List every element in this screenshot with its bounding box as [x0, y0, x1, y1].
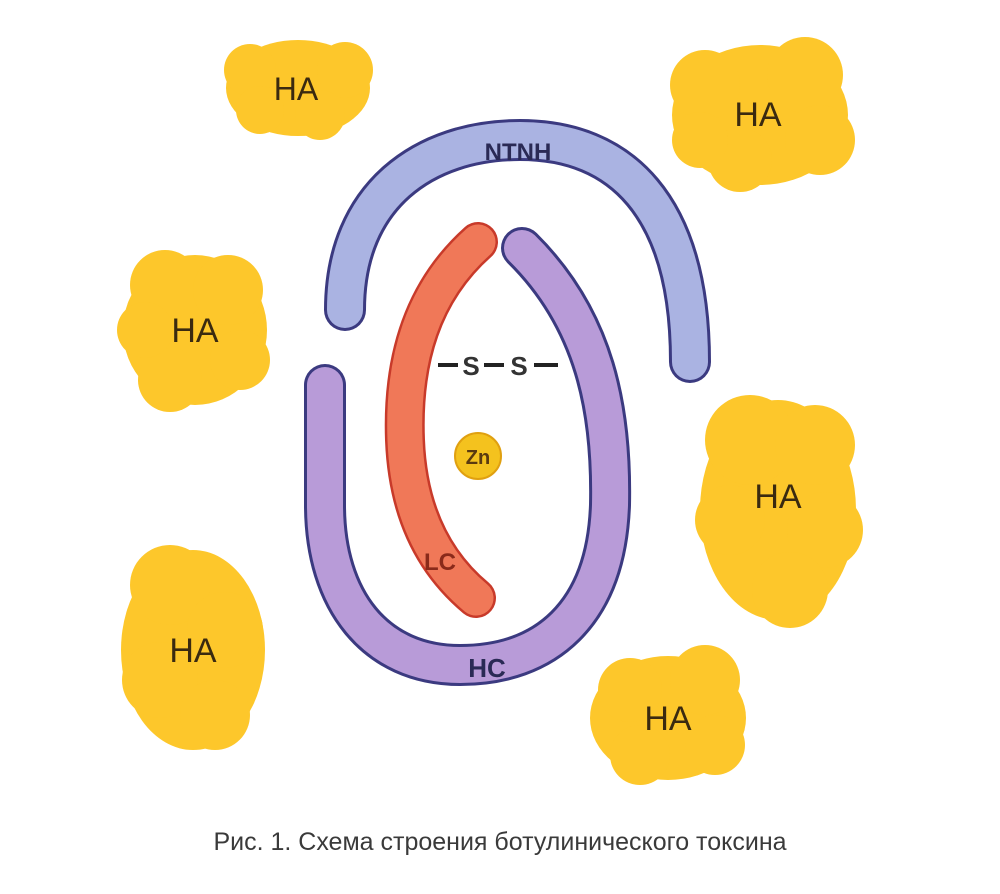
ha-blob-mid-right: HA [695, 395, 863, 628]
ha-label: HA [171, 312, 219, 350]
ntnh-arc: NTNH [324, 118, 711, 383]
sulfur-label: S [462, 351, 479, 381]
disulfide-bond: S S [438, 351, 558, 381]
hc-label: HC [468, 653, 506, 683]
ha-label: HA [274, 71, 319, 107]
ha-blob-top-right: HA [670, 37, 855, 192]
ha-label: HA [734, 96, 782, 134]
ha-label: HA [169, 632, 217, 670]
lc-chain: LC [384, 222, 498, 618]
lc-label: LC [424, 549, 456, 576]
ntnh-label: NTNH [485, 139, 552, 166]
ha-blob-bottom-right: HA [590, 645, 746, 785]
ha-blob-mid-left: HA [117, 250, 270, 412]
zinc-atom: Zn [454, 432, 502, 480]
ha-blob-bottom-left: HA [121, 545, 265, 750]
zn-label: Zn [466, 447, 490, 469]
sulfur-label: S [510, 351, 527, 381]
hc-chain: HC [304, 227, 632, 687]
figure-caption: Рис. 1. Схема строения ботулинического т… [213, 828, 787, 856]
ha-label: HA [754, 478, 802, 516]
ha-blob-top-left: HA [224, 40, 373, 140]
ha-label: HA [644, 700, 692, 738]
